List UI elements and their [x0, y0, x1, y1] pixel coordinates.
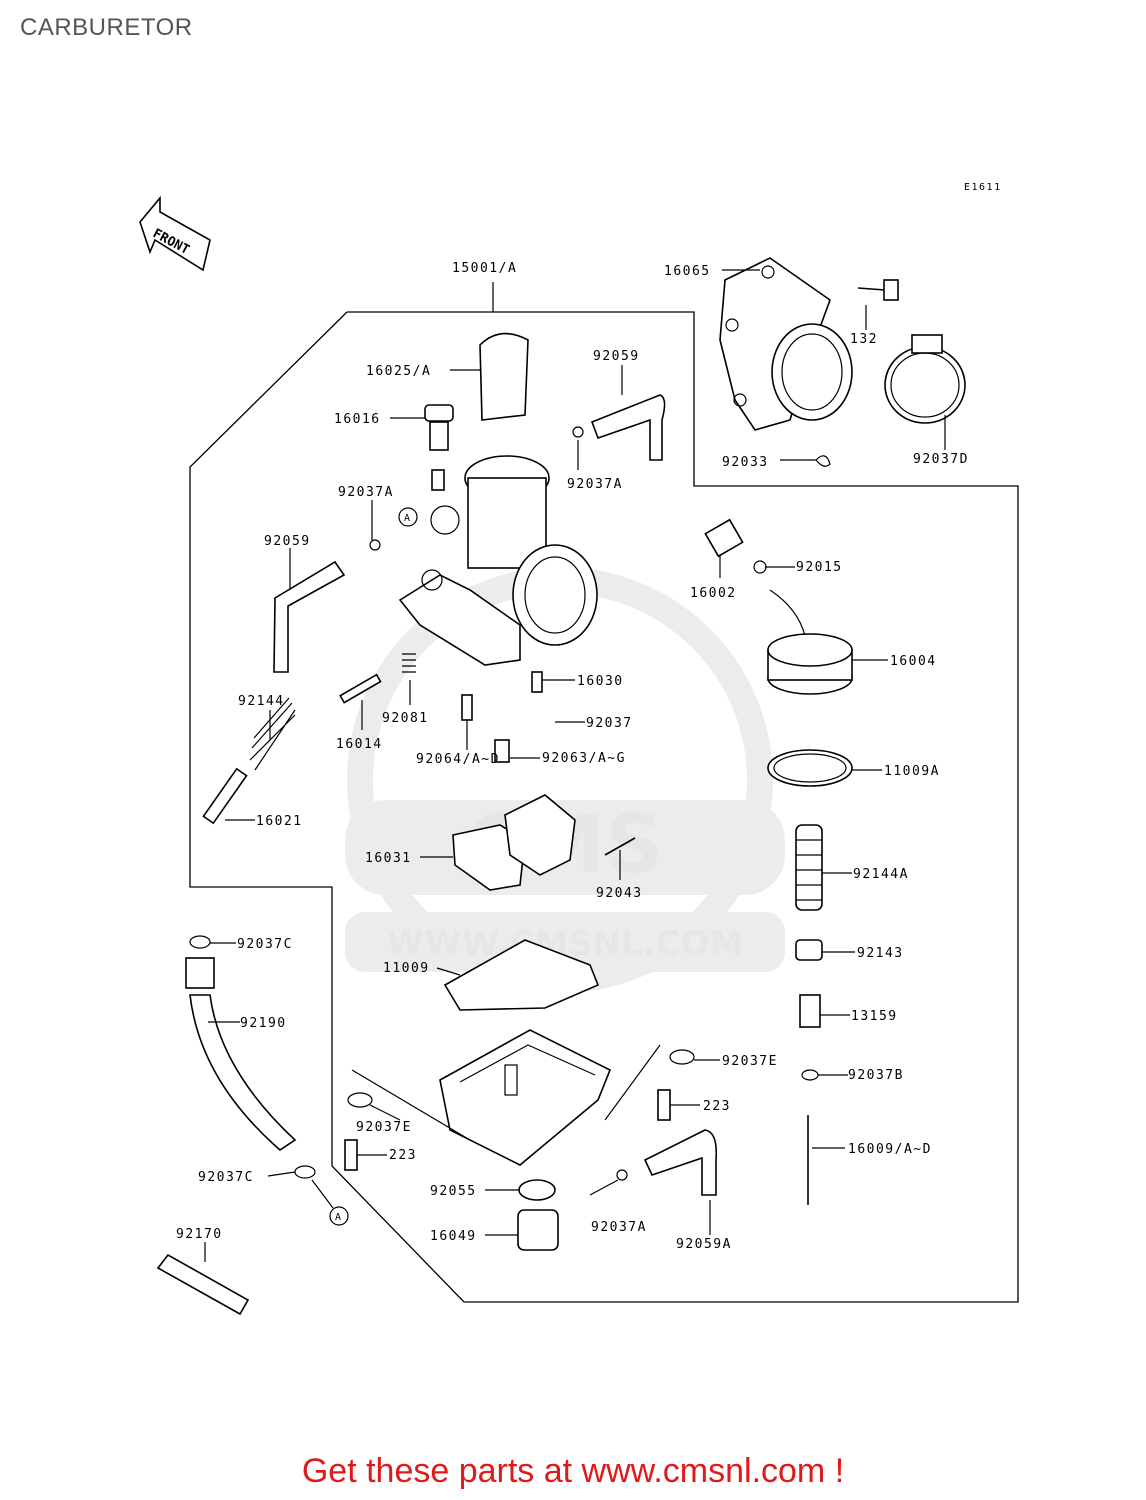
callout-92059-left: 92059: [264, 534, 311, 549]
strap-92170: [156, 1253, 250, 1316]
clip-92033: [815, 455, 831, 467]
callout-92037a-bot: 92037A: [591, 1220, 647, 1235]
needle-16030: [531, 671, 543, 693]
clip-92037e-left: [347, 1092, 373, 1108]
leader-lines: [204, 269, 946, 1262]
screw-16016: [424, 404, 454, 491]
screw-223-right: [657, 1089, 671, 1121]
callout-16021: 16021: [256, 814, 303, 829]
ref-marker-a-bot: A: [335, 1212, 343, 1223]
callout-92064: 92064/A~D: [416, 752, 500, 767]
oring-11009a: [767, 749, 853, 787]
cap-16002: [704, 518, 744, 558]
callout-92037e-left: 92037E: [356, 1120, 412, 1135]
front-arrow-icon: FRONT: [139, 195, 211, 272]
gasket-11009: [443, 939, 600, 1011]
clip-92037a-top: [572, 426, 584, 438]
spring-92144: [249, 697, 296, 771]
intake-manifold-16065: [719, 257, 853, 431]
clip-92037b: [801, 1069, 819, 1081]
callout-11009: 11009: [383, 961, 430, 976]
callout-223-left: 223: [389, 1148, 417, 1163]
hose-92059a: [643, 1129, 718, 1196]
callout-16065: 16065: [664, 264, 711, 279]
clamp-92037d: [884, 334, 966, 424]
callout-11009a: 11009A: [884, 764, 940, 779]
ref-marker-a-top: A: [404, 513, 412, 524]
callout-92037b: 92037B: [848, 1068, 904, 1083]
callout-13159: 13159: [851, 1009, 898, 1024]
screw-223-left: [344, 1139, 358, 1171]
screw-16014: [339, 673, 382, 704]
screw-16021: [202, 767, 248, 825]
callout-16016: 16016: [334, 412, 381, 427]
cover-16025: [479, 332, 529, 421]
washer-92015: [753, 560, 767, 574]
callout-92037c-top: 92037C: [237, 937, 293, 952]
hose-92190: [185, 957, 297, 1152]
callout-92037c-bot: 92037C: [198, 1170, 254, 1185]
clip-92037c-bot: [294, 1165, 316, 1179]
callout-16030: 16030: [577, 674, 624, 689]
callout-92037a-left: 92037A: [338, 485, 394, 500]
spring-92081: [402, 653, 416, 673]
callout-92063: 92063/A~G: [542, 751, 626, 766]
float-bowl: [439, 1029, 612, 1166]
float-16031: [452, 794, 576, 891]
jet-92063: [494, 739, 510, 763]
plug-16049: [517, 1209, 559, 1251]
pin-92043: [604, 837, 636, 856]
carburetor-body: A: [398, 455, 598, 666]
callout-16014: 16014: [336, 737, 383, 752]
callout-92190: 92190: [240, 1016, 287, 1031]
spring-92144a: [795, 824, 823, 911]
hose-92059-left: [273, 560, 346, 673]
plug-92143: [795, 939, 823, 961]
callout-132: 132: [850, 332, 878, 347]
callout-223-right: 223: [703, 1099, 731, 1114]
callout-92144: 92144: [238, 694, 285, 709]
footer-cta[interactable]: Get these parts at www.cmsnl.com !: [0, 1452, 1146, 1491]
callout-16004: 16004: [890, 654, 937, 669]
callout-92055: 92055: [430, 1184, 477, 1199]
hose-92059-top: [590, 394, 666, 461]
callout-16002: 16002: [690, 586, 737, 601]
callout-92144a: 92144A: [853, 867, 909, 882]
clip-92037a-left: [369, 539, 381, 551]
callout-92170: 92170: [176, 1227, 223, 1242]
callout-92059-top: 92059: [593, 349, 640, 364]
callout-16009: 16009/A~D: [848, 1142, 932, 1157]
page-title: CARBURETOR: [20, 14, 193, 41]
callout-92043: 92043: [596, 886, 643, 901]
cta-link[interactable]: Get these parts at www.cmsnl.com !: [301, 1452, 845, 1490]
callout-15001: 15001/A: [452, 261, 517, 276]
callout-92037e-right: 92037E: [722, 1054, 778, 1069]
assembly-frame: [189, 311, 1019, 1303]
clip-92037c-top: [189, 935, 211, 949]
callout-92037a-top: 92037A: [567, 477, 623, 492]
callout-92037: 92037: [586, 716, 633, 731]
ref-code: E1611: [964, 182, 1002, 193]
screw-13159: [799, 994, 821, 1028]
callout-92033: 92033: [722, 455, 769, 470]
callout-16031: 16031: [365, 851, 412, 866]
jet-92064: [461, 694, 473, 721]
callout-92081: 92081: [382, 711, 429, 726]
callout-92015: 92015: [796, 560, 843, 575]
callout-92143: 92143: [857, 946, 904, 961]
callout-92059a: 92059A: [676, 1237, 732, 1252]
oring-92055: [518, 1179, 556, 1201]
callout-16025: 16025/A: [366, 364, 431, 379]
cap-16004: [767, 589, 853, 695]
callout-16049: 16049: [430, 1229, 477, 1244]
clip-92037a-bot: [616, 1169, 628, 1181]
bolt-132: [857, 279, 899, 301]
clip-92037e-right: [669, 1049, 695, 1065]
callout-92037d: 92037D: [913, 452, 969, 467]
